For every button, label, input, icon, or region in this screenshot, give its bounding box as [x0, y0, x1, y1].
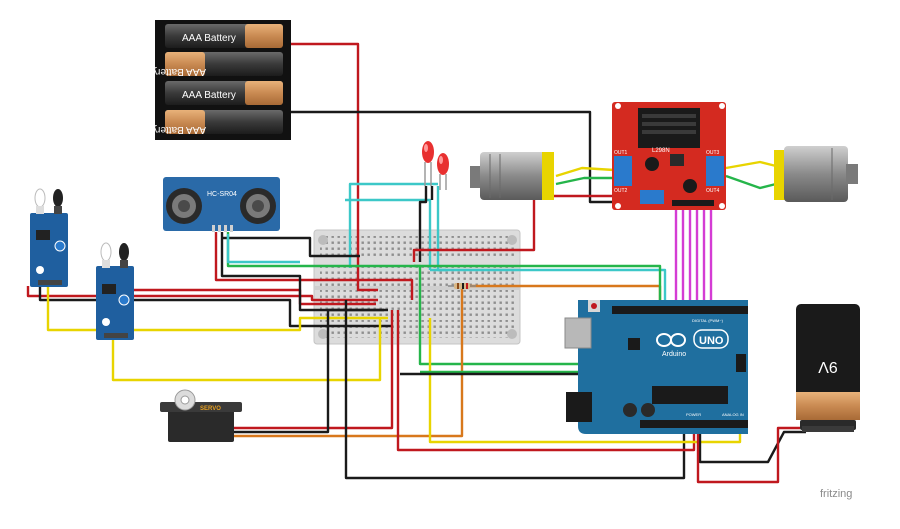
wire-driver-power [412, 194, 648, 262]
wire-motor-right-yellow [725, 160, 777, 170]
motor-driver: L298N OUT1 OUT2 OUT3 OUT4 [612, 102, 726, 210]
wire-sensor-cyan [226, 234, 300, 264]
battery-cell-1: AAA Battery [165, 24, 283, 48]
wire-motor-right-green [725, 174, 777, 190]
fritzing-watermark: fritzing [820, 488, 852, 500]
driver-out1: OUT1 [614, 150, 628, 156]
battery-9v: 9V [796, 304, 860, 432]
wire-sensor-black-3 [222, 236, 360, 258]
wire-ground-bottom [344, 300, 686, 480]
arduino-logo-icon [656, 333, 686, 347]
wire-motor-left-green [555, 176, 614, 186]
arduino-uno: Arduino UNO DIGITAL (PWM~) ANALOG IN POW… [564, 300, 748, 434]
led-red-2 [437, 153, 449, 190]
wire-servo-black [232, 308, 388, 434]
driver-out3: OUT3 [706, 150, 720, 156]
battery-cell-2: AAA Battery [152, 52, 283, 77]
arduino-digital-label: DIGITAL (PWM~) [692, 318, 724, 323]
dc-motor-right [774, 146, 858, 202]
servo-motor: SERVO [160, 389, 242, 442]
wire-led-cyan-1 [348, 182, 438, 268]
battery-cell-3: AAA Battery [165, 81, 283, 105]
servo-label: SERVO [200, 406, 221, 412]
arduino-logo-text: Arduino [662, 351, 686, 358]
wire-battery-negative [290, 110, 636, 204]
wire-green-arduino-1 [414, 264, 662, 305]
wire-servo-red [232, 310, 394, 430]
wire-sensor-red-2 [26, 286, 378, 302]
driver-out4: OUT4 [706, 188, 720, 194]
arduino-power-label: POWER [686, 412, 701, 417]
wire-battery-positive [290, 42, 378, 292]
driver-label: L298N [652, 148, 670, 154]
battery-cell-2-label: AAA Battery [152, 66, 206, 77]
battery-cell-1-label: AAA Battery [182, 33, 236, 44]
wire-9v-black [698, 430, 806, 464]
battery-9v-label: 9V [818, 358, 838, 375]
ir-sensor-right [96, 242, 134, 340]
arduino-analog-label: ANALOG IN [722, 412, 744, 417]
led-red-1 [422, 141, 434, 186]
battery-cell-3-label: AAA Battery [182, 90, 236, 101]
battery-cell-4-label: AAA Battery [152, 124, 206, 135]
wire-led-black [418, 186, 428, 262]
ultrasonic-sensor: HC-SR04 [163, 177, 280, 232]
ir-sensor-left [30, 188, 68, 287]
wire-yellow-arduino [428, 318, 742, 444]
battery-pack: AAA Battery AAA Battery AAA Battery AAA … [152, 20, 291, 140]
wire-motor-left-yellow [555, 166, 615, 178]
driver-out2: OUT2 [614, 188, 628, 194]
arduino-model: UNO [699, 335, 724, 347]
battery-cell-4: AAA Battery [152, 110, 283, 135]
wire-cyan-b [345, 198, 432, 270]
wire-cyan-arduino [430, 268, 667, 305]
dc-motor-left [470, 152, 554, 200]
ultrasonic-label: HC-SR04 [207, 191, 237, 198]
wire-sensor-yellow-1 [46, 286, 388, 332]
wire-sensor-red-1 [214, 232, 414, 300]
wire-sensor-black-2 [38, 286, 392, 328]
resistor [448, 283, 476, 289]
wire-9v-red [696, 426, 800, 484]
